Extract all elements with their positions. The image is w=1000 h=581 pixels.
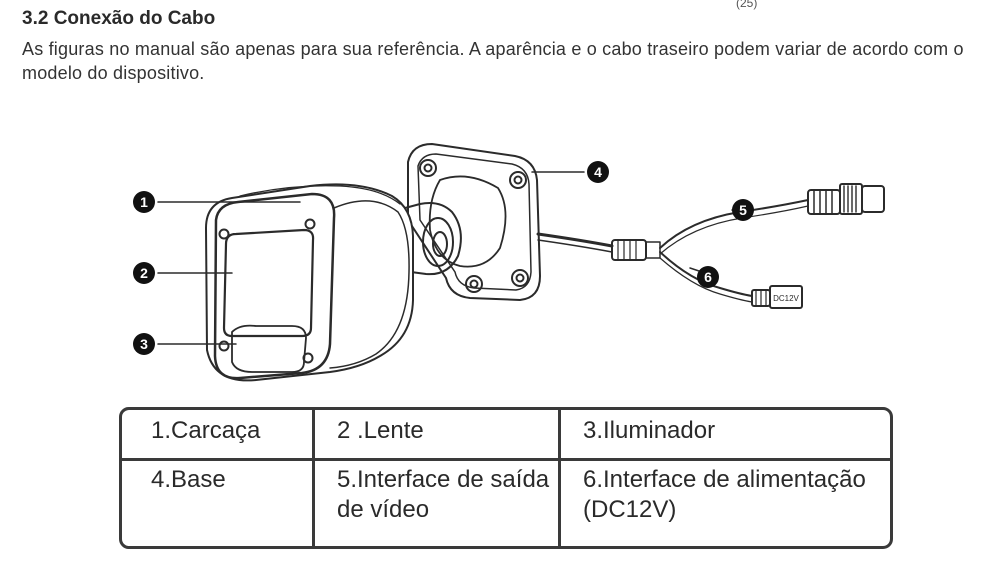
svg-text:2: 2 <box>140 265 148 281</box>
svg-text:4: 4 <box>594 164 602 180</box>
table-cell: 5.Interface de saída de vídeo <box>315 461 561 546</box>
svg-text:3: 3 <box>140 336 148 352</box>
table-cell: 1.Carcaça <box>122 410 315 458</box>
intro-paragraph: As figuras no manual são apenas para sua… <box>22 39 964 83</box>
callout-2: 2 <box>133 262 155 284</box>
callout-1: 1 <box>133 191 155 213</box>
svg-text:6: 6 <box>704 269 712 285</box>
callout-6: 6 <box>697 266 719 288</box>
video-connector-illustration <box>807 183 885 215</box>
svg-text:1: 1 <box>140 194 148 210</box>
camera-housing-illustration <box>205 183 414 382</box>
arm-joint-illustration <box>389 202 462 276</box>
svg-text:5: 5 <box>739 202 747 218</box>
cable-illustration <box>536 199 809 303</box>
page-fragment-top: (25) <box>736 0 758 10</box>
table-cell: 6.Interface de alimentação (DC12V) <box>583 466 866 523</box>
power-connector-illustration: DC12V <box>751 285 803 309</box>
table-cell: 3.Iluminador <box>583 417 716 444</box>
callout-5: 5 <box>732 199 754 221</box>
callout-4: 4 <box>587 161 609 183</box>
camera-diagram: DC12V 1 2 3 4 5 6 <box>0 100 1000 400</box>
base-mount-illustration <box>407 143 541 301</box>
table-cell: 4.Base <box>122 461 315 546</box>
callout-3: 3 <box>133 333 155 355</box>
parts-table: 1.Carcaça 2 .Lente 3.Iluminador 4.Base 5… <box>119 407 893 549</box>
table-cell: 2 .Lente <box>315 410 561 458</box>
table-row: 1.Carcaça 2 .Lente 3.Iluminador <box>122 410 890 461</box>
section-heading: 3.2 Conexão do Cabo <box>22 8 216 29</box>
table-row: 4.Base 5.Interface de saída de vídeo 6.I… <box>122 461 890 546</box>
dc12v-connector-label: DC12V <box>773 294 799 303</box>
